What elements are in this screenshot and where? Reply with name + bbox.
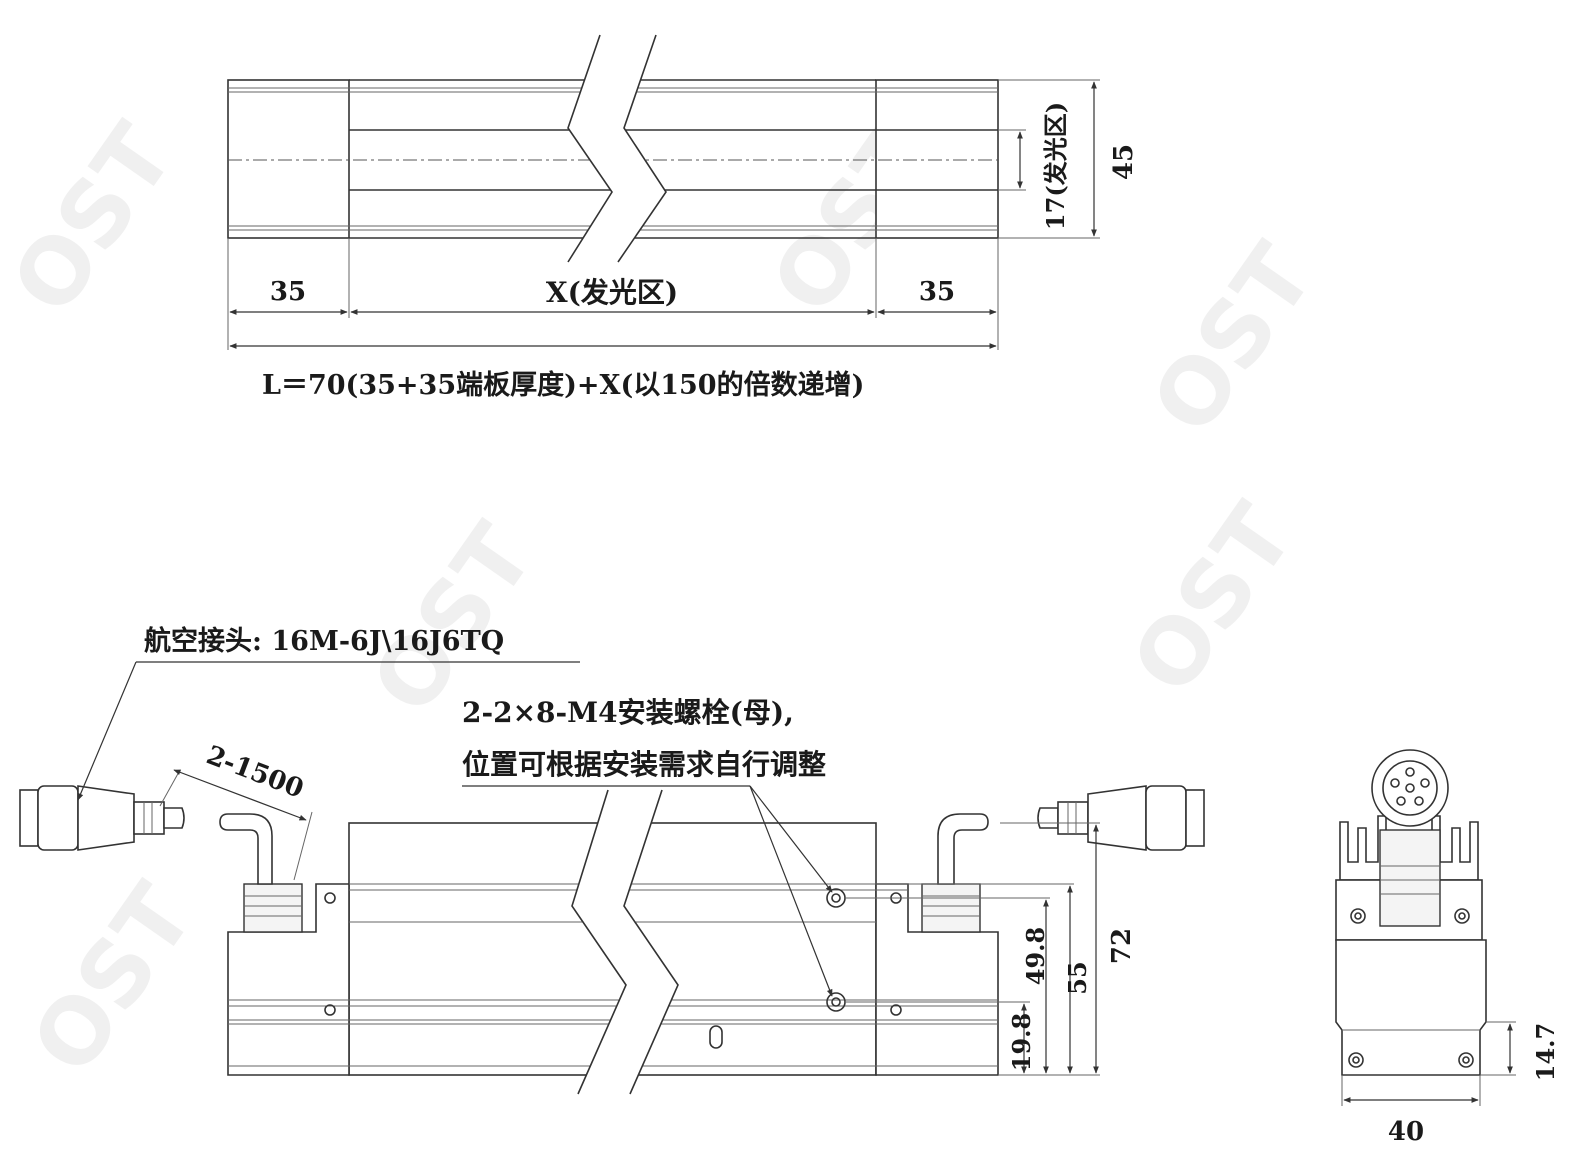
top-view: 45 17(发光区) 35 X(发光区) 35 L＝70(35+35端板厚度)+… [227,34,1139,401]
dim-19-8: 19.8 [1007,1013,1036,1071]
dim-35-right: 35 [919,277,955,307]
dim-cable-length: 2-1500 [202,740,307,804]
watermark: OST [0,106,194,332]
right-end-plate [875,79,999,239]
bolt-note-line1: 2-2×8-M4安装螺栓(母), [462,696,794,729]
heatsink [1339,815,1387,881]
left-aviation-connector [19,785,185,851]
right-cable-gland [921,813,989,933]
watermark: OST [1112,486,1314,712]
break-mark [568,35,666,262]
dim-17-emit: 17(发光区) [1041,102,1070,230]
left-end-plate [227,79,350,239]
connector-label: 航空接头: 16M-6J\16J6TQ [144,625,504,657]
right-aviation-connector [1037,785,1205,851]
dim-49-8: 49.8 [1021,927,1050,985]
side-view: 40 14.7 [1335,749,1560,1147]
side-foot [1335,939,1487,1076]
m4-nut-top [826,888,846,908]
dim-45: 45 [1109,144,1139,180]
watermark: OST [1132,226,1334,452]
left-cable-gland [219,813,303,933]
watermark: OST [12,866,214,1092]
dim-40: 40 [1388,1117,1424,1147]
length-formula: L＝70(35+35端板厚度)+X(以150的倍数递增) [262,369,864,401]
bolt-note-line2: 位置可根据安装需求自行调整 [462,748,826,781]
dim-72: 72 [1107,928,1137,964]
m4-nut-bottom [826,992,846,1012]
dim-x-emit: X(发光区) [546,276,678,309]
dim-14-7: 14.7 [1531,1023,1560,1081]
front-view: 航空接头: 16M-6J\16J6TQ 2-1500 2-2×8-M4安装螺栓(… [19,625,1205,1095]
dim-55: 55 [1063,961,1092,994]
dim-35-left: 35 [270,277,306,307]
